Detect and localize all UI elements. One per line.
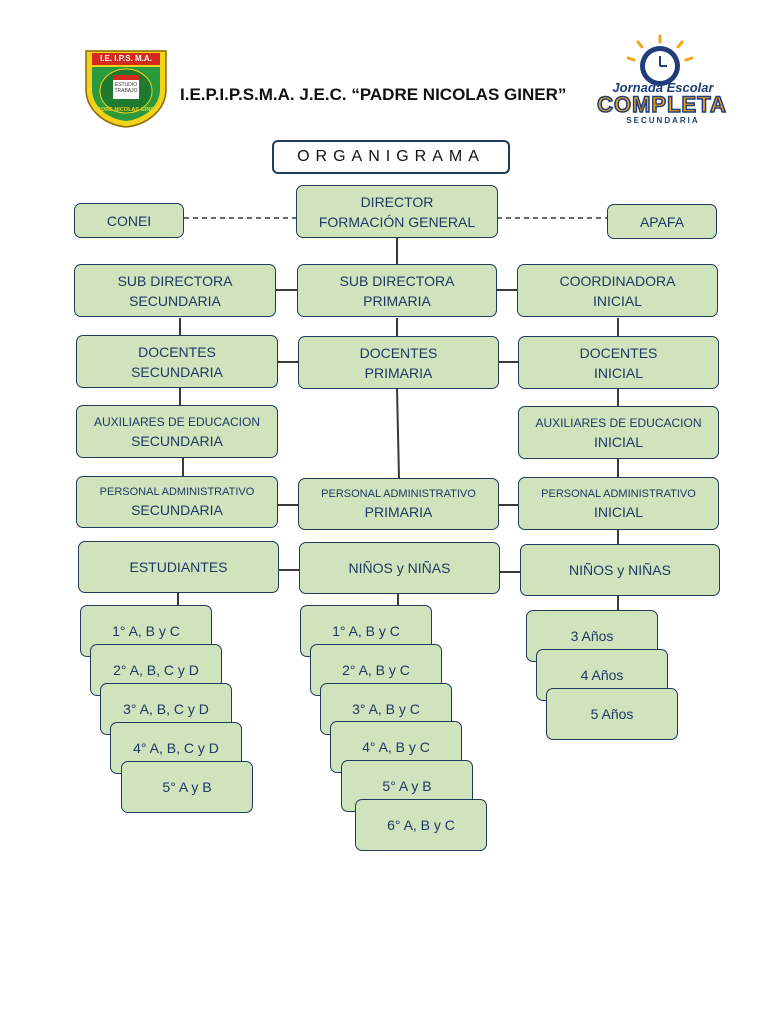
ini-aux-line2: INICIAL <box>593 433 643 450</box>
jornada-logo: Jornada Escolar COMPLETA SECUNDARIA <box>590 32 735 132</box>
sec-students: ESTUDIANTES <box>129 559 228 575</box>
sec-admin-line1: PERSONAL ADMINISTRATIVO <box>99 486 255 498</box>
sec-grade-5: 5° A y B <box>121 761 253 813</box>
ini-admin-line2: INICIAL <box>593 503 643 520</box>
conei-label: CONEI <box>106 212 152 229</box>
clock-icon <box>626 34 694 86</box>
jornada-line1: Jornada Escolar <box>612 80 714 95</box>
subdirectora-secundaria-box: SUB DIRECTORA SECUNDARIA <box>74 264 276 317</box>
jornada-line3: SECUNDARIA <box>626 116 700 125</box>
sec-head-line2: SECUNDARIA <box>129 292 221 309</box>
ini-doc-line1: DOCENTES <box>579 344 658 361</box>
apafa-box: APAFA <box>607 204 717 239</box>
director-box: DIRECTOR FORMACIÓN GENERAL <box>296 185 498 238</box>
admin-primaria-box: PERSONAL ADMINISTRATIVO PRIMARIA <box>298 478 499 530</box>
ini-admin-line1: PERSONAL ADMINISTRATIVO <box>541 487 696 500</box>
ninos-primaria-box: NIÑOS y NIÑAS <box>299 542 500 594</box>
ini-aux-line1: AUXILIARES DE EDUCACION <box>535 415 702 430</box>
docentes-inicial-box: DOCENTES INICIAL <box>518 336 719 389</box>
ini-students: NIÑOS y NIÑAS <box>569 562 671 578</box>
pri-grade-6: 6° A, B y C <box>355 799 487 851</box>
apafa-label: APAFA <box>639 213 685 230</box>
docentes-secundaria-box: DOCENTES SECUNDARIA <box>76 335 278 388</box>
school-title: I.E.P.I.P.S.M.A. J.E.C. “PADRE NICOLAS G… <box>180 85 567 104</box>
logo-ring-text: PADRE NICOLAS GINER <box>93 107 159 113</box>
pri-head-line1: SUB DIRECTORA <box>339 272 455 289</box>
ini-doc-line2: INICIAL <box>593 364 643 381</box>
auxiliares-secundaria-box: AUXILIARES DE EDUCACION SECUNDARIA <box>76 405 278 458</box>
estudiantes-box: ESTUDIANTES <box>78 541 279 593</box>
coordinadora-inicial-box: COORDINADORA INICIAL <box>517 264 718 317</box>
pri-students: NIÑOS y NIÑAS <box>348 560 451 576</box>
ini-head-line2: INICIAL <box>592 292 642 309</box>
sec-doc-line2: SECUNDARIA <box>131 363 223 380</box>
sec-aux-line2: SECUNDARIA <box>131 432 223 449</box>
pri-admin-line1: PERSONAL ADMINISTRATIVO <box>321 488 476 500</box>
ninos-inicial-box: NIÑOS y NIÑAS <box>520 544 720 596</box>
jornada-line2: COMPLETA <box>596 91 727 118</box>
pri-admin-line2: PRIMARIA <box>364 504 433 520</box>
school-logo: I.E. I.P.S. M.A. ESTUDIO TRABAJO PADRE N… <box>80 45 172 129</box>
director-line1: DIRECTOR <box>360 193 434 210</box>
sec-admin-line2: SECUNDARIA <box>131 502 223 518</box>
docentes-primaria-box: DOCENTES PRIMARIA <box>298 336 499 389</box>
sec-aux-line1: AUXILIARES DE EDUCACION <box>93 414 261 429</box>
pri-doc-line1: DOCENTES <box>359 344 438 361</box>
admin-secundaria-box: PERSONAL ADMINISTRATIVO SECUNDARIA <box>76 476 278 528</box>
sec-head-line1: SUB DIRECTORA <box>117 272 233 289</box>
ini-head-line1: COORDINADORA <box>559 272 676 289</box>
conei-box: CONEI <box>74 203 184 238</box>
chart-title: ORGANIGRAMA <box>272 140 510 174</box>
sec-doc-line1: DOCENTES <box>138 343 216 360</box>
pri-head-line2: PRIMARIA <box>363 292 431 309</box>
logo-top-band: I.E. I.P.S. M.A. <box>100 54 152 63</box>
pri-doc-line2: PRIMARIA <box>364 364 433 381</box>
subdirectora-primaria-box: SUB DIRECTORA PRIMARIA <box>297 264 497 317</box>
auxiliares-inicial-box: AUXILIARES DE EDUCACION INICIAL <box>518 406 719 459</box>
admin-inicial-box: PERSONAL ADMINISTRATIVO INICIAL <box>518 477 719 530</box>
director-line2: FORMACIÓN GENERAL <box>318 213 476 230</box>
ini-grade-3: 5 Años <box>546 688 678 740</box>
logo-motto: ESTUDIO TRABAJO <box>114 82 138 94</box>
